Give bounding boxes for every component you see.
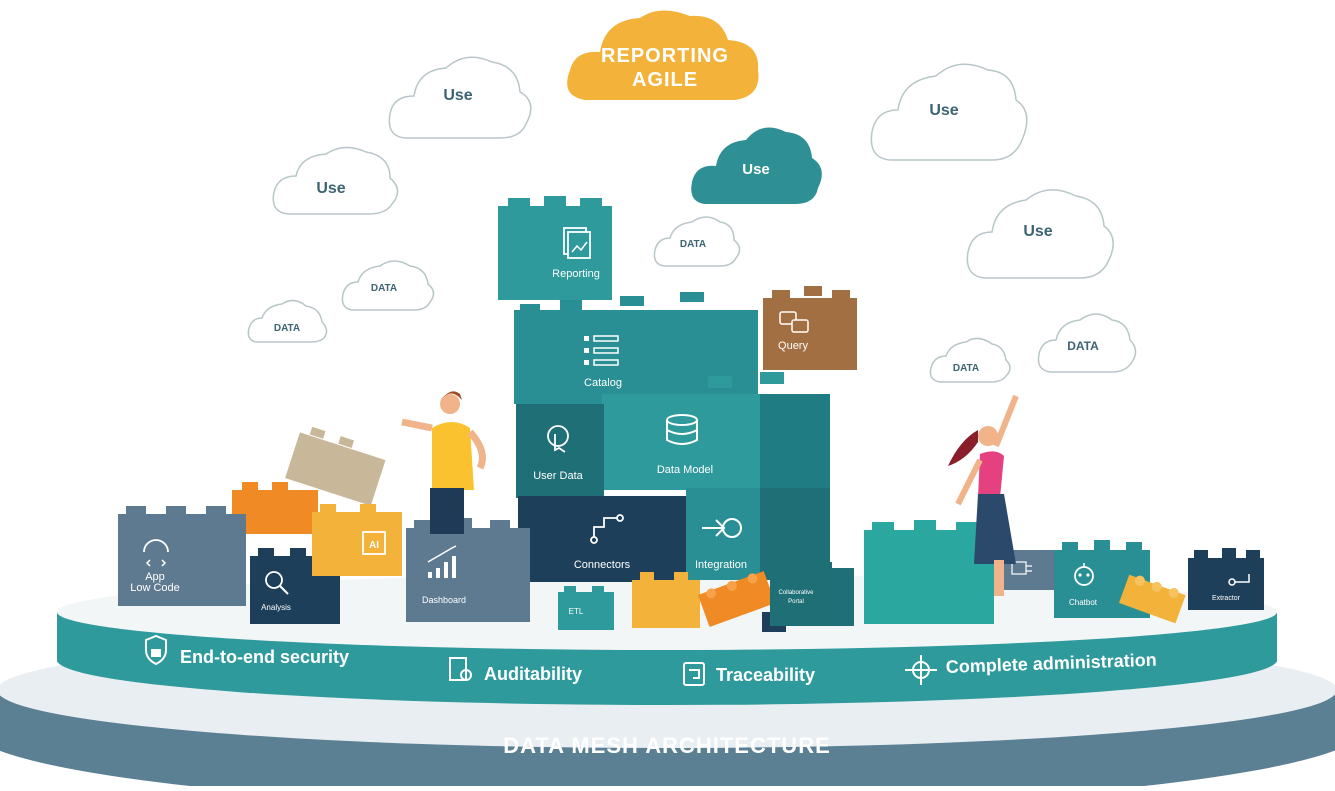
- feature-security: End-to-end security: [145, 634, 349, 667]
- circuit-icon: [1011, 561, 1032, 575]
- block-orange-stack: [232, 482, 318, 534]
- cloud-reporting-agile: REPORTING AGILE: [567, 10, 759, 100]
- block-connectors: Connectors: [518, 496, 688, 582]
- block-label: User Data: [533, 470, 583, 482]
- woman-figure: [948, 394, 1019, 596]
- block-label: Catalog: [584, 377, 622, 389]
- magnifier-icon: [265, 571, 289, 595]
- database-icon: [666, 414, 698, 445]
- feature-auditability: Auditability: [449, 657, 582, 684]
- cloud-data-4: DATA: [929, 337, 1011, 383]
- touch-gear-icon: [547, 425, 569, 453]
- cloud-use-label: Use: [316, 180, 345, 197]
- cloud-use-label: Use: [443, 87, 472, 104]
- block-app-low-code: App Low Code: [118, 506, 246, 606]
- cloud-data-3: DATA: [653, 216, 741, 267]
- block-ai: AI: [312, 504, 402, 576]
- block-label: Chatbot: [1069, 598, 1098, 607]
- block-label-line1: Collaborative: [778, 590, 814, 596]
- cloud-data-label: DATA: [371, 283, 397, 294]
- list-icon: [584, 335, 619, 366]
- base-title: DATA MESH ARCHITECTURE: [503, 733, 831, 758]
- report-chart-icon: [563, 227, 591, 259]
- block-integration: Integration: [686, 488, 830, 580]
- cloud-use-teal: Use: [691, 127, 822, 204]
- feature-label: Auditability: [484, 664, 582, 684]
- block-label: Integration: [695, 559, 747, 571]
- feature-traceability: Traceability: [683, 662, 815, 686]
- cloud-data-label: DATA: [1067, 339, 1099, 353]
- block-label: Dashboard: [422, 595, 466, 605]
- bar-growth-icon: [427, 545, 457, 578]
- block-beige-floating: [285, 426, 386, 506]
- cloud-use-label: Use: [742, 161, 770, 178]
- block-label-line1: App: [145, 571, 165, 583]
- block-label: Query: [778, 340, 808, 352]
- ai-chip-label: AI: [369, 540, 379, 551]
- block-user-data: User Data: [516, 404, 604, 498]
- cloud-use-label: Use: [1023, 223, 1052, 240]
- cloud-use-2: Use: [272, 146, 399, 215]
- block-yellow-right: [1119, 574, 1186, 624]
- robot-icon: [1074, 563, 1094, 586]
- block-label: ETL: [569, 607, 584, 616]
- cloud-data-label: DATA: [274, 323, 300, 334]
- block-label-line2: Low Code: [130, 582, 180, 594]
- cloud-use-4: Use: [966, 189, 1114, 279]
- ai-chip-icon: AI: [362, 531, 386, 555]
- gauge-code-icon: [143, 539, 169, 567]
- block-label-line2: Portal: [788, 599, 804, 605]
- cloud-data-1: DATA: [341, 260, 435, 311]
- feature-label: Traceability: [716, 665, 815, 685]
- block-collaborative-portal: Collaborative Portal: [770, 562, 854, 626]
- block-data-model: Data Model: [602, 372, 830, 490]
- cloud-use-label: Use: [929, 102, 958, 119]
- block-yellow-center: [632, 572, 700, 628]
- chat-bubbles-icon: [779, 311, 809, 333]
- block-dashboard: Dashboard: [406, 518, 530, 622]
- cloud-data-label: DATA: [953, 363, 979, 374]
- block-label: Connectors: [574, 559, 631, 571]
- block-label: Analysis: [261, 603, 291, 612]
- cloud-title-line2: AGILE: [632, 69, 698, 91]
- man-figure: [401, 391, 486, 534]
- integration-gear-icon: [702, 518, 742, 538]
- block-orange-tilted: [697, 571, 776, 628]
- cloud-title-line1: REPORTING: [601, 45, 729, 67]
- block-extractor: Extractor: [1188, 548, 1264, 610]
- block-query: Query: [763, 286, 857, 370]
- block-label: Reporting: [552, 268, 600, 280]
- feature-label: End-to-end security: [180, 647, 349, 667]
- extractor-icon: [1228, 574, 1250, 586]
- block-label: Extractor: [1212, 595, 1241, 602]
- block-reporting: Reporting: [498, 196, 612, 300]
- cloud-data-2: DATA: [247, 299, 328, 343]
- audit-doc-icon: [449, 657, 472, 681]
- cloud-use-1: Use: [388, 56, 532, 139]
- gear-admin-icon: [905, 655, 937, 685]
- cloud-use-3: Use: [870, 63, 1028, 161]
- block-etl: ETL: [558, 586, 614, 630]
- cloud-data-label: DATA: [680, 239, 706, 250]
- lock-icon: [145, 634, 167, 666]
- block-label: Data Model: [657, 464, 713, 476]
- cloud-data-5: DATA: [1037, 313, 1137, 373]
- trace-icon: [683, 662, 705, 686]
- block-catalog: Catalog: [514, 292, 758, 404]
- block-teal-large-right: [864, 520, 994, 624]
- connector-nodes-icon: [590, 514, 624, 544]
